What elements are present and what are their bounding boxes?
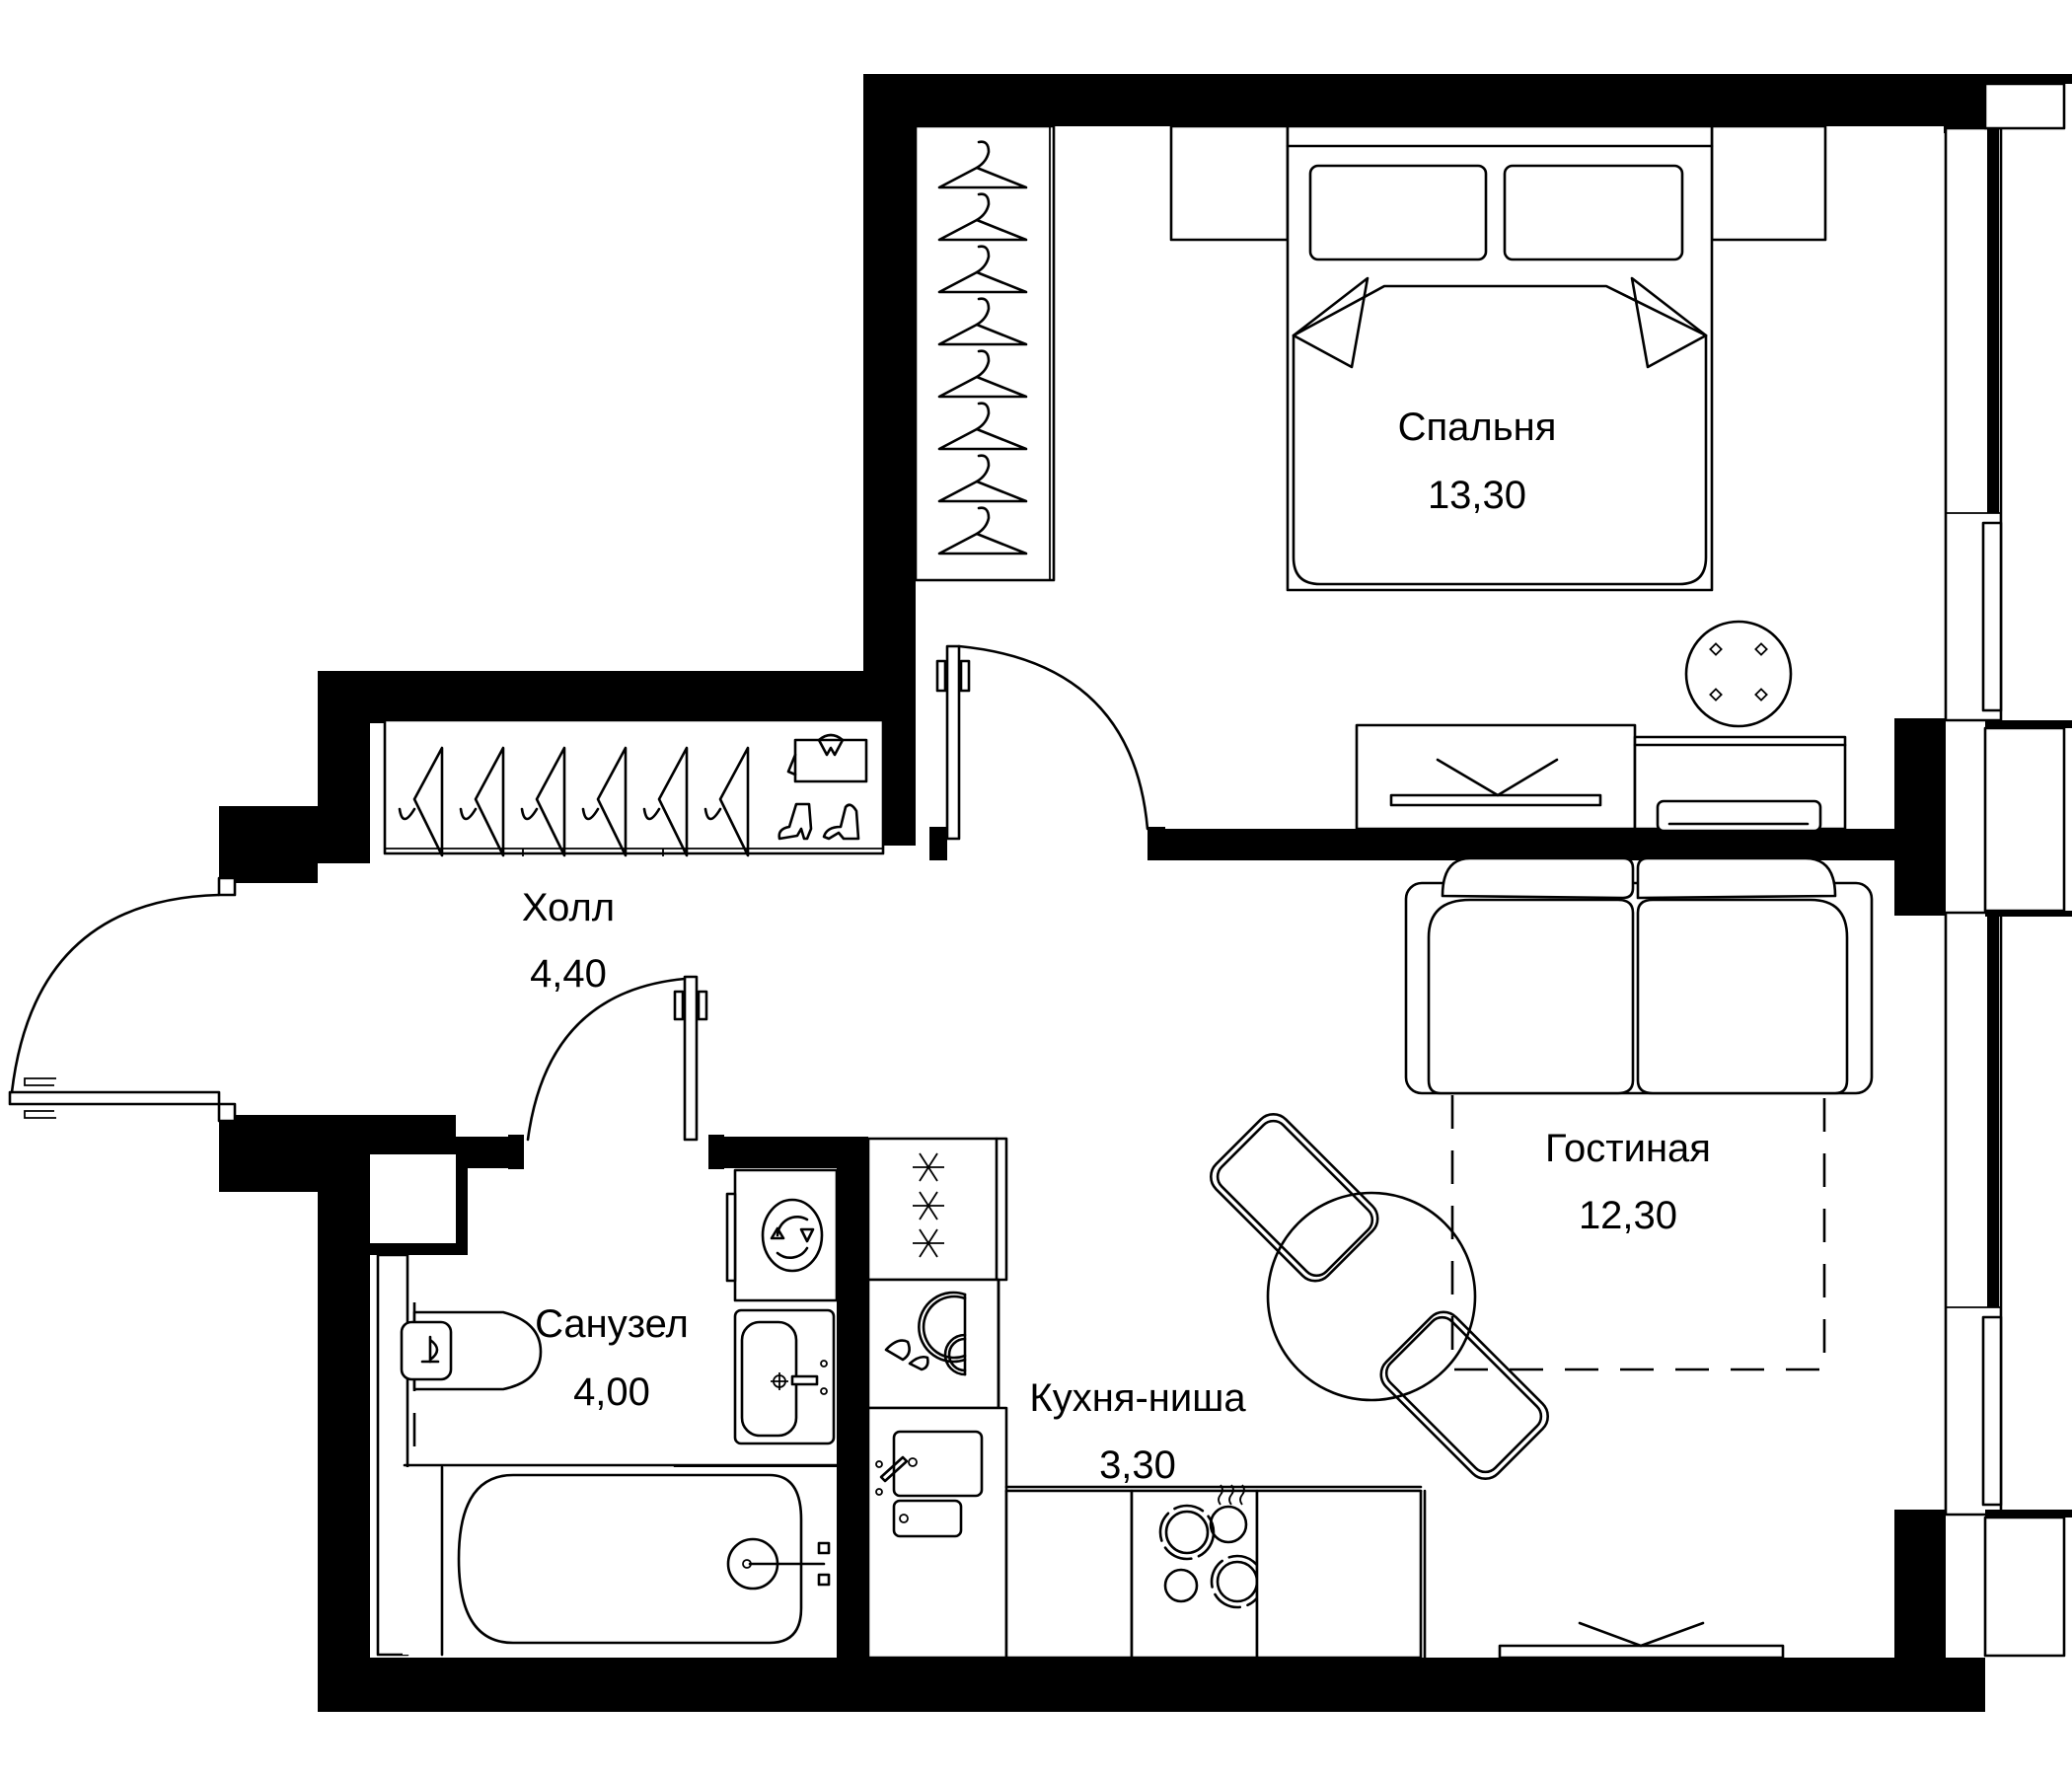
hanger-icon	[937, 192, 1028, 242]
room-living[interactable]: Гостиная 12,30	[1204, 856, 1874, 1660]
kitchen-sink	[866, 1406, 1008, 1660]
dining-chair	[1379, 1310, 1550, 1481]
kitchen-cabinet	[1004, 1489, 1134, 1660]
hanger-icon	[642, 746, 689, 857]
room-name-bedroom: Спальня	[1398, 406, 1557, 449]
room-bedroom[interactable]: Спальня 13,30	[914, 124, 1847, 833]
dining-chair	[1209, 1112, 1379, 1283]
room-area-hall: 4,40	[530, 952, 607, 996]
snowflake-icon	[913, 1152, 944, 1258]
washbasin	[733, 1308, 836, 1445]
window-living	[1944, 911, 2003, 1517]
wardrobe-hall	[383, 718, 885, 857]
toilet	[400, 1310, 543, 1391]
room-name-bathroom: Санузел	[535, 1302, 689, 1346]
room-area-bedroom: 13,30	[1428, 474, 1526, 517]
cooktop	[1130, 1484, 1265, 1660]
hanger-icon	[520, 746, 566, 857]
bathtub	[403, 1465, 837, 1657]
bedroom-door[interactable]	[929, 644, 1165, 860]
hanger-icon	[459, 746, 505, 857]
room-area-living: 12,30	[1579, 1194, 1677, 1237]
fridge	[866, 1137, 1008, 1282]
snowflake-icon	[913, 1228, 944, 1258]
room-name-hall: Холл	[522, 886, 615, 929]
round-mirror	[1684, 620, 1793, 728]
shaft	[370, 1154, 464, 1255]
sofa	[1404, 856, 1874, 1095]
bedside-table-right	[1710, 124, 1827, 242]
boots-icon	[777, 802, 860, 841]
washing-machine	[725, 1168, 839, 1302]
hanger-icon	[937, 402, 1028, 451]
snowflake-icon	[913, 1152, 944, 1182]
room-area-kitchen: 3,30	[1099, 1443, 1176, 1487]
double-bed	[1286, 124, 1714, 592]
window-bedroom	[1944, 126, 2003, 722]
dresser	[1633, 735, 1847, 833]
bedside-table-left	[1169, 124, 1290, 242]
tv-stand-bedroom	[1355, 723, 1637, 831]
hanger-icon	[937, 297, 1028, 346]
shirt-icon	[786, 733, 868, 783]
room-hall[interactable]: Холл 4,40	[383, 718, 885, 996]
hanger-icon	[398, 746, 444, 857]
room-bathroom[interactable]: Санузел 4,00	[370, 1154, 839, 1657]
entrance-door[interactable]	[8, 876, 237, 1123]
snowflake-icon	[913, 1191, 944, 1221]
room-area-bathroom: 4,00	[573, 1370, 650, 1414]
wardrobe-bedroom	[914, 124, 1056, 582]
room-name-kitchen: Кухня-ниша	[1029, 1376, 1246, 1420]
windows	[1944, 74, 2072, 1658]
dishwasher	[866, 1278, 1000, 1410]
hanger-icon	[937, 454, 1028, 503]
hanger-icon	[581, 746, 628, 857]
tv-stand-living	[1498, 1621, 1785, 1660]
hanger-icon	[398, 746, 750, 857]
kitchen-cabinet	[1255, 1489, 1423, 1660]
hanger-icon	[937, 140, 1028, 555]
room-kitchen[interactable]: Кухня-ниша 3,30	[866, 1137, 1423, 1660]
hanger-icon	[937, 349, 1028, 399]
hanger-icon	[937, 140, 1028, 189]
hanger-icon	[937, 506, 1028, 555]
round-dining-table	[1266, 1191, 1477, 1402]
hanger-icon	[937, 245, 1028, 294]
room-name-living: Гостиная	[1545, 1127, 1711, 1170]
bathroom-door[interactable]	[508, 975, 724, 1169]
hanger-icon	[703, 746, 750, 857]
